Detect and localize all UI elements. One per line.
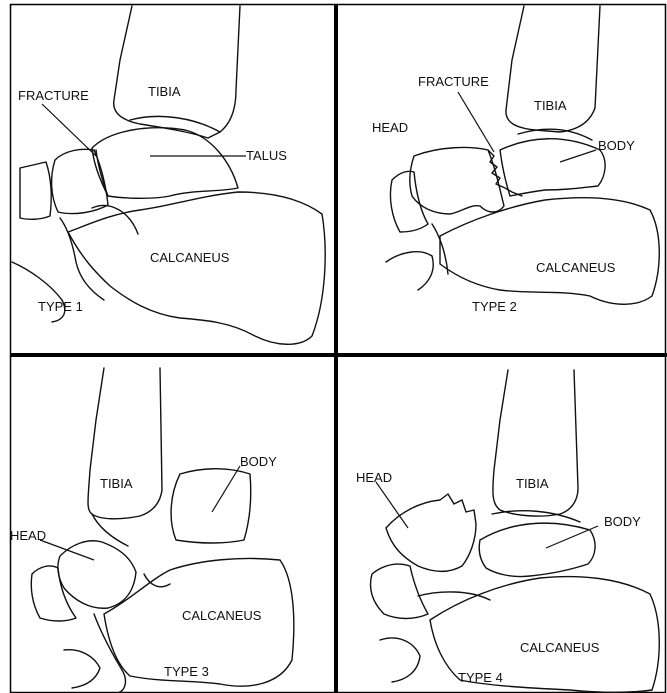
label-head: HEAD [356, 470, 392, 485]
body-leader-line [560, 150, 596, 162]
talus-shape [92, 128, 238, 199]
cuboid-shape [64, 650, 100, 688]
label-type: TYPE 4 [458, 670, 503, 685]
calcaneus-shape [440, 198, 659, 305]
label-tibia: TIBIA [148, 84, 181, 99]
label-calcaneus: CALCANEUS [520, 640, 600, 655]
talus-body-shape [171, 469, 251, 543]
tibia-shape [493, 370, 578, 516]
label-tibia: TIBIA [516, 476, 549, 491]
cuboid-shape [380, 638, 420, 682]
tibia-shape [506, 6, 600, 132]
fracture-zigzag [488, 150, 522, 196]
cuboid-line [60, 218, 104, 300]
label-body: BODY [240, 454, 277, 469]
cuboid-line [94, 614, 125, 693]
navicular-shape [371, 564, 429, 618]
label-type: TYPE 3 [164, 664, 209, 679]
body-leader-line [546, 526, 598, 548]
cuboid-shape [386, 252, 433, 290]
head-leader-line [40, 540, 94, 560]
label-head: HEAD [10, 528, 46, 543]
panel-type-3: TIBIA BODY HEAD CALCANEUS TYPE 3 [10, 368, 294, 693]
panel-type-2: FRACTURE TIBIA HEAD BODY CALCANEUS TYPE … [372, 6, 659, 314]
talus-head-shape [410, 148, 504, 214]
calcaneus-shape [68, 192, 325, 344]
label-talus: TALUS [246, 148, 287, 163]
body-leader-line [212, 466, 240, 512]
label-fracture: FRACTURE [18, 88, 89, 103]
fracture-leader-line [42, 104, 96, 156]
label-calcaneus: CALCANEUS [182, 608, 262, 623]
talus-body-shape [479, 523, 595, 576]
label-type: TYPE 2 [472, 299, 517, 314]
sinus-tarsi-line [418, 592, 490, 600]
label-tibia: TIBIA [534, 98, 567, 113]
tibia-shape [88, 368, 162, 519]
label-type: TYPE 1 [38, 299, 83, 314]
label-fracture: FRACTURE [418, 74, 489, 89]
panel-frame [10, 4, 667, 693]
label-tibia: TIBIA [100, 476, 133, 491]
label-body: BODY [598, 138, 635, 153]
fracture-leader-line [458, 92, 494, 152]
label-head: HEAD [372, 120, 408, 135]
talus-body-shape [500, 139, 605, 196]
panel-type-1: FRACTURE TIBIA TALUS CALCANEUS TYPE 1 [12, 6, 325, 344]
navicular-shape [52, 149, 108, 213]
label-calcaneus: CALCANEUS [150, 250, 230, 265]
label-calcaneus: CALCANEUS [536, 260, 616, 275]
cuneiform-shape [20, 162, 51, 219]
talus-head-shape [386, 494, 476, 571]
panel-type-4: TIBIA HEAD BODY CALCANEUS TYPE 4 [356, 370, 659, 692]
label-body: BODY [604, 514, 641, 529]
